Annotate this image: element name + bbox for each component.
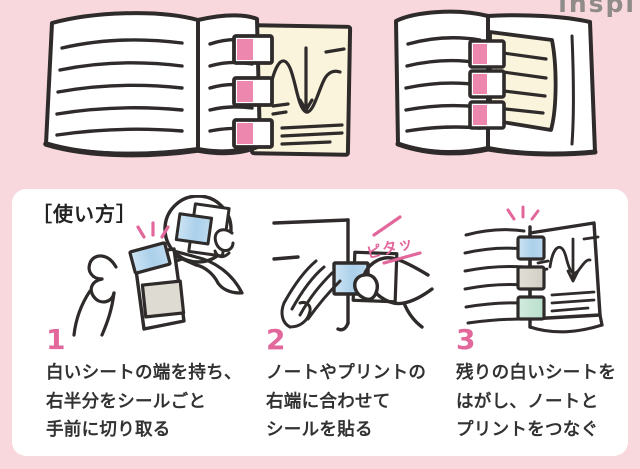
- step-3: 3 残りの白いシートを はがし、ノートと プリントをつなぐ: [452, 197, 640, 445]
- step-3-line-2: はがし、ノートと: [456, 391, 599, 412]
- left-hand: [72, 254, 118, 337]
- bottom-page-edge: [598, 313, 604, 327]
- step-2-number: 2: [266, 323, 286, 356]
- left-page-lines: [463, 228, 526, 325]
- blue-seal: [128, 241, 172, 275]
- step-3-text: 残りの白いシートを はがし、ノートと プリントをつなぐ: [456, 359, 640, 445]
- step-2-illustration: ピタッ: [262, 197, 452, 332]
- stick-seal-illustration: [272, 215, 434, 332]
- tear-sheet-illustration: [72, 195, 244, 337]
- sparkle-icon: [136, 221, 170, 239]
- right-hand: [172, 249, 244, 295]
- step-1-illustration: [42, 195, 256, 337]
- step-1-text: 白いシートの端を持ち、 右半分をシールごと 手前に切り取る: [46, 359, 256, 445]
- joined-notebook-illustration: [463, 205, 604, 334]
- step-2-line-2: 右端に合わせて: [266, 391, 391, 412]
- step-1-line-1: 白いシートの端を持ち、: [46, 363, 242, 383]
- sfx-strokes: [372, 215, 422, 265]
- step-1-line-3: 手前に切り取る: [46, 420, 171, 440]
- step-2: ピタッ 2 ノートやプリントの 右端に合わせて シールを貼る: [262, 197, 452, 445]
- brand-logo-text: inspi: [558, 0, 636, 18]
- back-page-edge: [570, 34, 575, 146]
- gray-square: [140, 279, 186, 319]
- step-3-illustration: [452, 197, 640, 334]
- bottom-page: [528, 323, 604, 334]
- seal-tabs: [516, 235, 546, 321]
- step-2-line-3: シールを貼る: [266, 420, 373, 440]
- left-page-lines: [55, 38, 184, 137]
- notebook-with-print-folded-illustration: [394, 9, 598, 157]
- step-1-line-2: 右半分をシールごと: [46, 391, 207, 412]
- seal-tabs: [468, 39, 506, 130]
- book-bottom-edge: [43, 141, 263, 158]
- step-3-line-1: 残りの白いシートを: [456, 363, 617, 383]
- usage-panel-title: ［使い方］: [32, 202, 137, 226]
- left-hand: [280, 259, 342, 329]
- step-3-number: 3: [456, 323, 476, 356]
- usage-panel: ［使い方］: [12, 189, 628, 456]
- step-1-number: 1: [46, 323, 66, 356]
- sparkle-icon: [506, 205, 540, 221]
- step-2-text: ノートやプリントの 右端に合わせて シールを貼る: [266, 359, 452, 445]
- step-2-line-1: ノートやプリントの: [266, 363, 427, 383]
- brand-logo: inspi: [558, 0, 636, 16]
- notebook-with-print-attached-illustration: [43, 11, 353, 158]
- seal-tabs: [232, 34, 274, 149]
- step-1: 1 白いシートの端を持ち、 右半分をシールごと 手前に切り取る: [42, 195, 256, 445]
- step-3-line-3: プリントをつなぐ: [456, 420, 599, 440]
- print-graph: [266, 46, 346, 146]
